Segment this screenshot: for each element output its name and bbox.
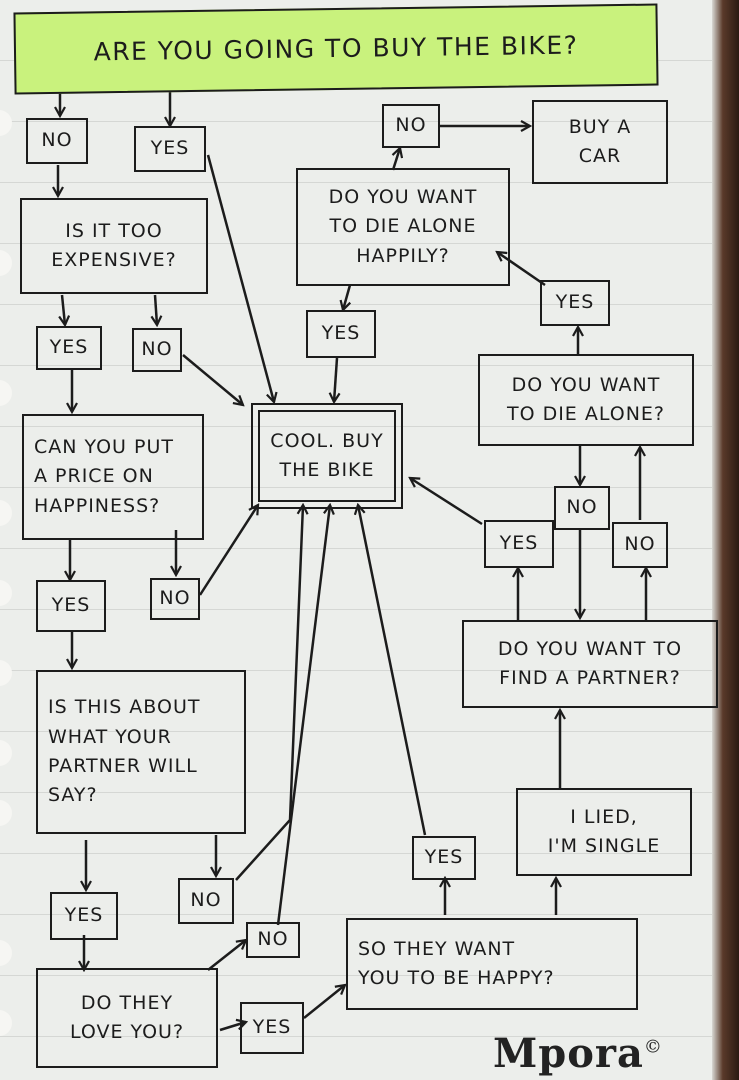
price-yes-node: YES [36,580,106,632]
love-you-node: DO THEY LOVE YOU? [36,968,218,1068]
buy-car-node: BUY A CAR [532,100,668,184]
happily-yes-node: YES [306,310,376,358]
partner-no-node: NO [178,878,234,924]
expensive-yes-node: YES [36,326,102,370]
partner-say-node: IS THIS ABOUT WHAT YOUR PARTNER WILL SAY… [36,670,246,834]
lied-single-node: I LIED, I'M SINGLE [516,788,692,876]
die-alone-no-node: NO [554,486,610,530]
find-partner-node: DO YOU WANT TO FIND A PARTNER? [462,620,718,708]
want-happy-node: SO THEY WANT YOU TO BE HAPPY? [346,918,638,1010]
price-no-node: NO [150,578,200,620]
die-alone-node: DO YOU WANT TO DIE ALONE? [478,354,694,446]
binder-hole [0,800,12,826]
binder-hole [0,250,12,276]
watermark-text: Mpora [493,1030,644,1077]
binder-hole [0,500,12,526]
binder-hole [0,580,12,606]
binder-hole [0,110,12,136]
binder-hole [0,940,12,966]
find-no-node: NO [612,522,668,568]
watermark: Mpora© [493,1030,663,1077]
notebook-paper [0,0,712,1080]
buy-bike-node: COOL. BUY THE BIKE [251,403,403,509]
start-yes-node: YES [134,126,206,172]
binder-hole [0,1010,12,1036]
too-expensive-node: IS IT TOO EXPENSIVE? [20,198,208,294]
expensive-no-node: NO [132,328,182,372]
price-happiness-node: CAN YOU PUT A PRICE ON HAPPINESS? [22,414,204,540]
flowchart-title: ARE YOU GOING TO BUY THE BIKE? [13,3,659,95]
happy-yes-node: YES [412,836,476,880]
love-no-node: NO [246,922,300,958]
love-yes-node: YES [240,1002,304,1054]
page-edge [712,0,739,1080]
die-alone-yes-node: YES [540,280,610,326]
binder-hole [0,380,12,406]
binder-hole [0,740,12,766]
find-yes-node: YES [484,520,554,568]
die-happily-node: DO YOU WANT TO DIE ALONE HAPPILY? [296,168,510,286]
start-no-node: NO [26,118,88,164]
binder-hole [0,660,12,686]
happily-no-node: NO [382,104,440,148]
copyright-icon: © [643,1036,663,1058]
partner-yes-node: YES [50,892,118,940]
